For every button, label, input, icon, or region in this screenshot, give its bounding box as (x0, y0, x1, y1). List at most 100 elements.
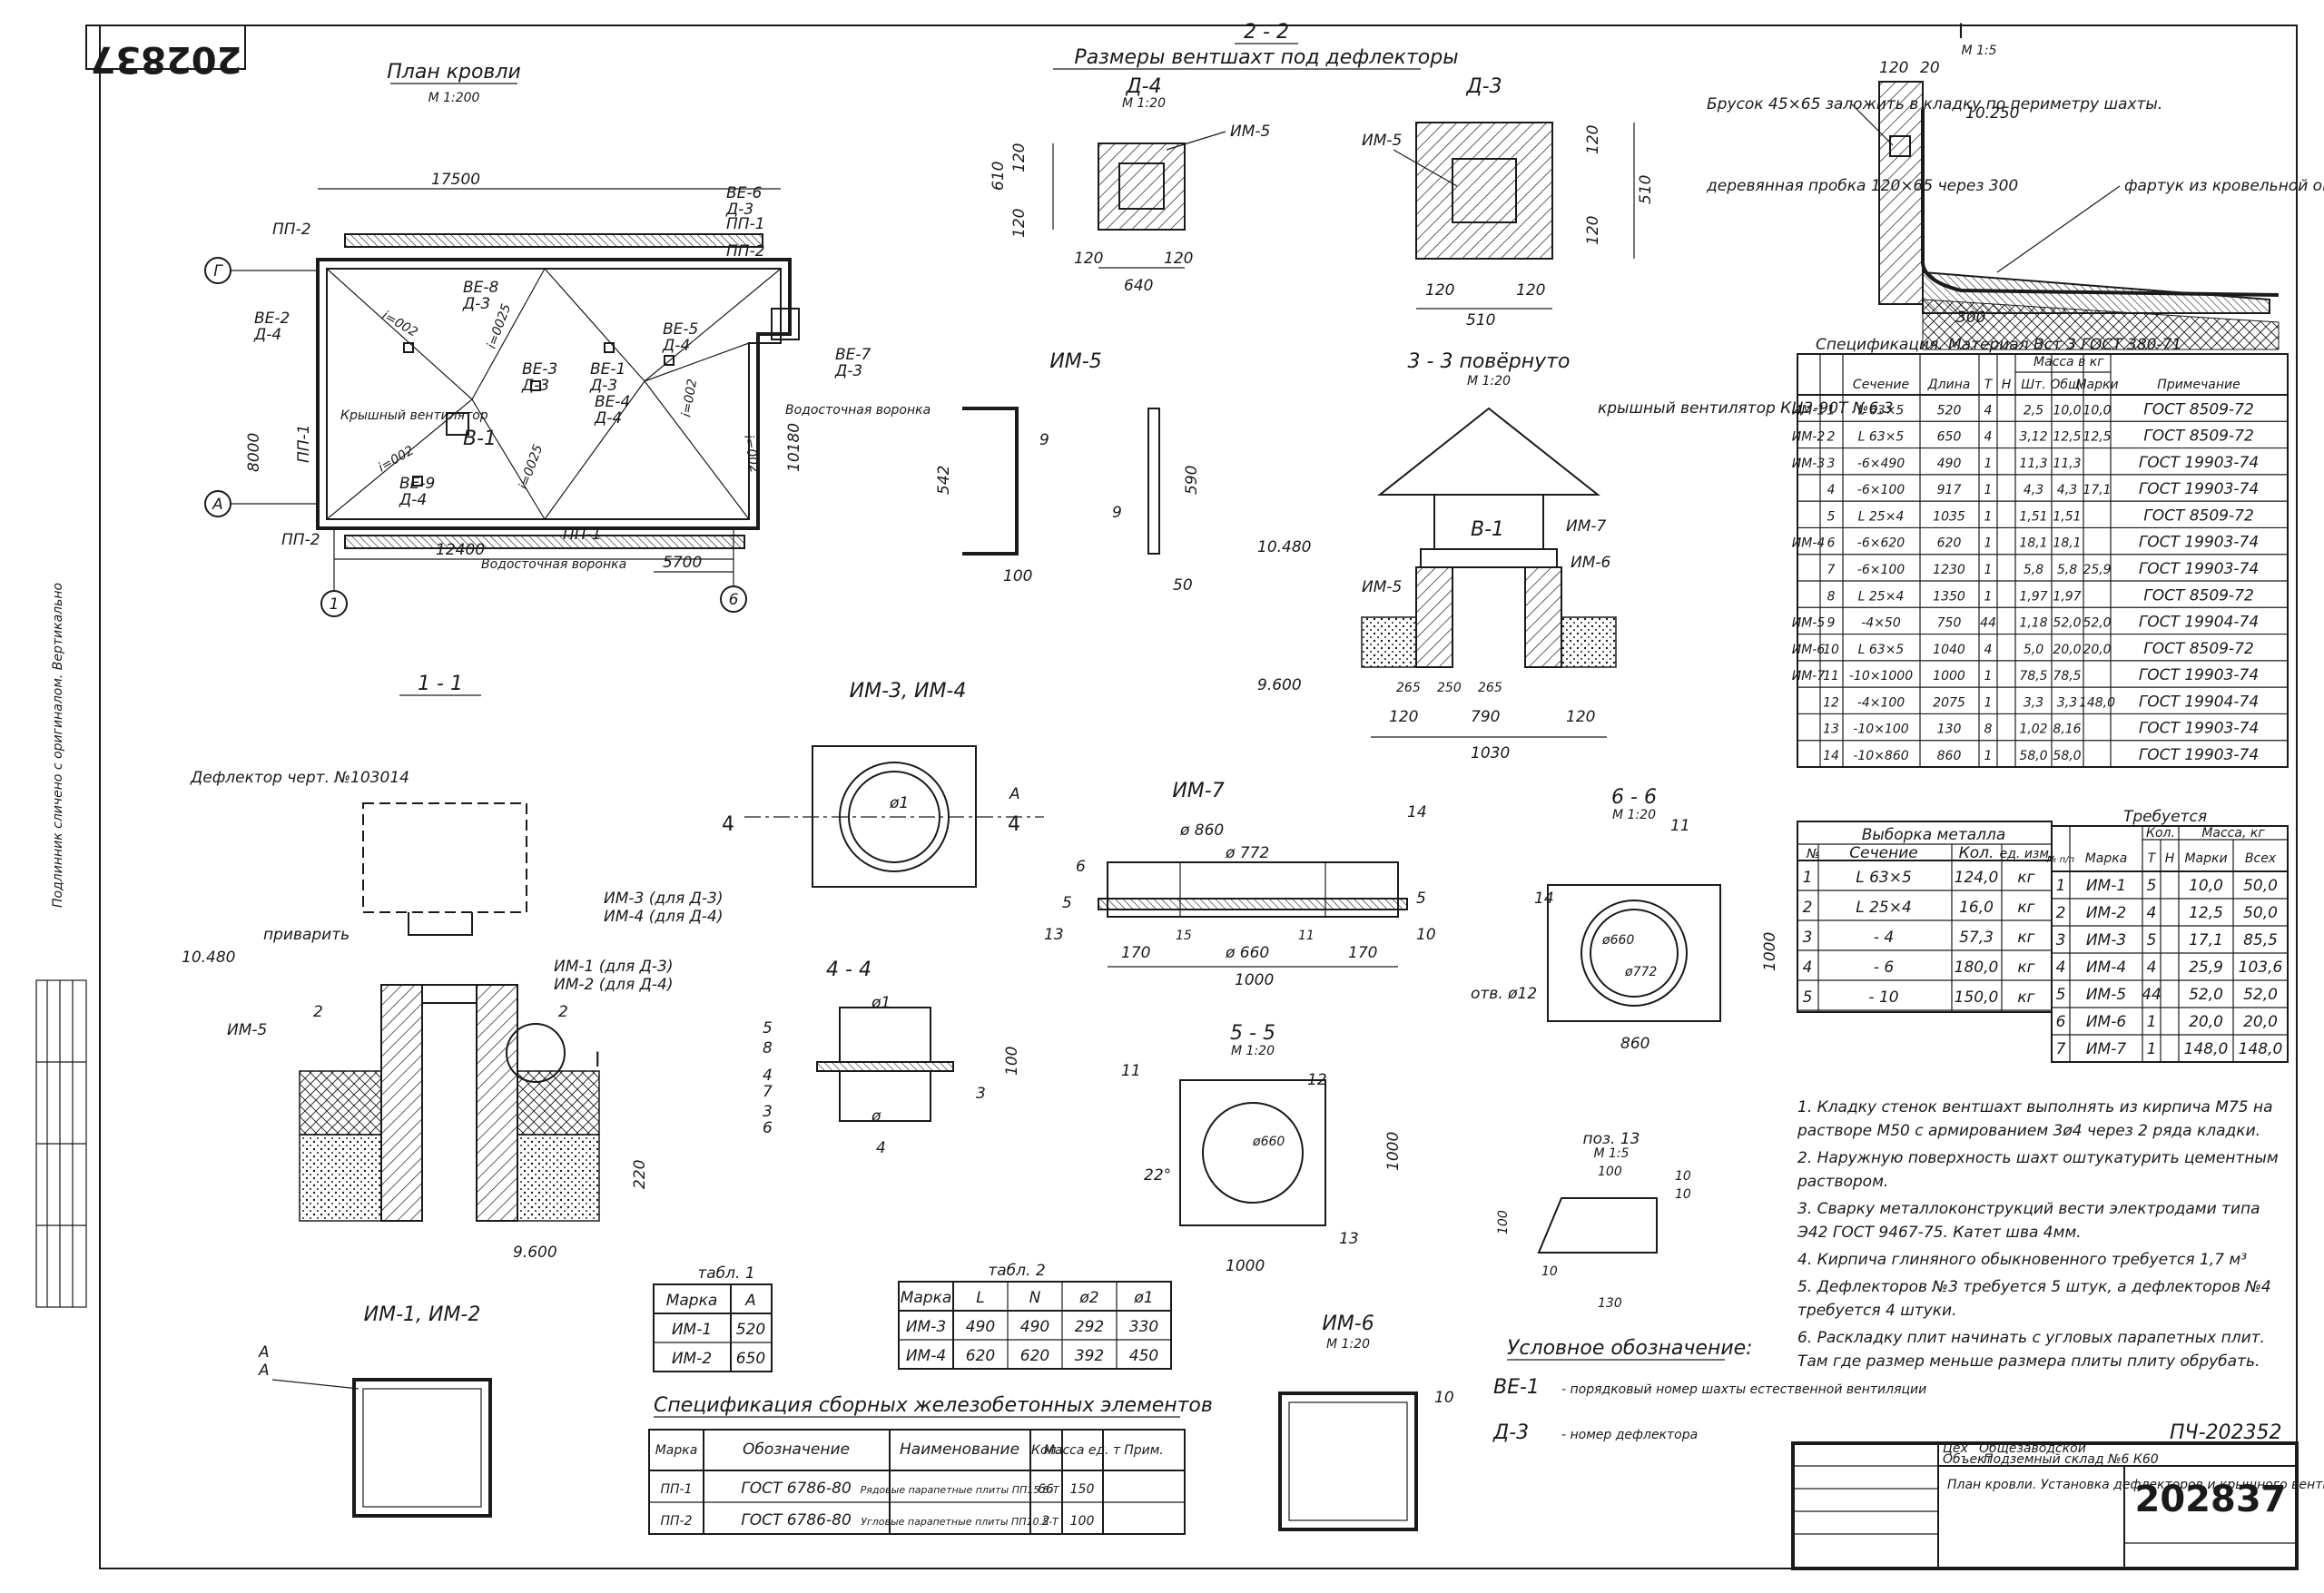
spec-rc-elements: Спецификация сборных железобетонных элем… (648, 1394, 1213, 1535)
svg-text:Брусок 45×65 заложить в кладку: Брусок 45×65 заложить в кладку по периме… (1707, 95, 2162, 113)
svg-text:ø 860: ø 860 (1179, 821, 1224, 840)
svg-text:9: 9 (1039, 431, 1049, 449)
svg-text:A: A (1009, 785, 1020, 803)
spec-cell: 20,0 (2053, 643, 2081, 657)
spec-cell: ГОСТ 19903-74 (2139, 666, 2259, 684)
spec-cell: 650 (1937, 430, 1962, 445)
svg-text:поз. 13: поз. 13 (1583, 1130, 1640, 1148)
spec-cell: 4 (1984, 403, 1993, 418)
svg-text:ИМ-7: ИМ-7 (1172, 780, 1224, 802)
spec-cell: 4 (1984, 430, 1993, 445)
svg-text:450: 450 (1129, 1347, 1158, 1365)
svg-text:ВЕ-1: ВЕ-1 (590, 360, 625, 379)
svg-text:приварить: приварить (263, 926, 350, 944)
spec-cell: 1 (1984, 483, 1993, 497)
svg-text:100: 100 (1003, 1047, 1021, 1076)
spec-cell: 1 (1984, 749, 1993, 763)
svg-text:ПП-1: ПП-1 (563, 526, 602, 544)
spec-cell: 11 (1823, 669, 1839, 683)
svg-text:ПП-2: ПП-2 (660, 1514, 692, 1529)
svg-text:В-1: В-1 (1471, 518, 1504, 541)
svg-text:10.250: 10.250 (1965, 104, 2019, 123)
svg-text:ВЕ-4: ВЕ-4 (595, 393, 630, 411)
spec-cell: 13 (1823, 723, 1839, 737)
spec-cell: L 63×5 (1858, 430, 1905, 445)
spec-cell: 4 (1984, 643, 1993, 657)
spec-cell: -6×620 (1857, 536, 1905, 551)
spec-cell: 12 (1823, 695, 1839, 710)
svg-text:М 1:20: М 1:20 (1122, 96, 1166, 111)
svg-text:ИМ-4: ИМ-4 (906, 1347, 946, 1365)
drawing-number-box: 202837 (85, 25, 246, 80)
svg-text:120: 120 (1074, 250, 1103, 268)
spec-cell: 5,8 (2057, 563, 2077, 577)
metal-cell: кг (2017, 899, 2034, 917)
required-cell: 20,0 (2189, 1013, 2223, 1031)
svg-text:ИМ-5: ИМ-5 (1049, 350, 1101, 373)
svg-text:Водосточная воронка: Водосточная воронка (481, 557, 626, 572)
spec-cell: ИМ-5 (1792, 616, 1826, 631)
svg-text:66: 66 (1038, 1482, 1054, 1497)
sheet-frame (99, 25, 2298, 1569)
svg-text:Спецификация. Материал Вст 3 Г: Спецификация. Материал Вст 3 ГОСТ 380-71 (1816, 336, 2181, 354)
svg-text:10: 10 (1675, 1169, 1691, 1184)
required-cell: 1 (2147, 1013, 2157, 1031)
required-cell: 103,6 (2239, 959, 2283, 977)
svg-text:Угловые парапетные плиты ПП10.: Угловые парапетные плиты ПП10.5-Т (861, 1516, 1059, 1528)
required-cell: 4 (2147, 904, 2157, 922)
spec-cell: 2 (1827, 430, 1836, 445)
spec-cell: 52,0 (2083, 616, 2111, 631)
svg-text:Т: Т (2148, 851, 2157, 866)
required-cell: 3 (2056, 931, 2066, 949)
svg-text:ИМ-1: ИМ-1 (672, 1321, 712, 1339)
svg-text:10: 10 (1434, 1389, 1454, 1407)
metal-cell: L 63×5 (1856, 869, 1912, 887)
svg-text:13: 13 (1044, 926, 1064, 944)
svg-text:Объект: Объект (1943, 1452, 1994, 1467)
roof-plan: План кровли М 1:200 Г А 1 6 17500 12400 (204, 61, 931, 617)
svg-text:Примечание: Примечание (2157, 378, 2240, 392)
svg-text:590: 590 (1183, 466, 1201, 495)
spec-cell: 5,0 (2024, 643, 2043, 657)
svg-text:170: 170 (1348, 944, 1377, 962)
svg-text:Сечение: Сечение (1853, 378, 1909, 392)
svg-text:Длина: Длина (1927, 378, 1971, 392)
spec-cell: 1 (1984, 536, 1993, 551)
spec-cell: 58,0 (2053, 749, 2081, 763)
metal-cell: кг (2017, 869, 2034, 887)
svg-text:520: 520 (736, 1321, 765, 1339)
svg-text:11: 11 (1670, 817, 1690, 835)
required-cell: 52,0 (2189, 986, 2223, 1004)
svg-text:Прим.: Прим. (1124, 1443, 1164, 1458)
spec-cell: 1 (1984, 563, 1993, 577)
section-4-4: 4 - 4 ø1 5 8 4 7 3 6 ø 4 3 100 (763, 959, 1021, 1157)
svg-text:4: 4 (876, 1139, 886, 1157)
svg-text:120: 120 (1584, 125, 1602, 154)
svg-text:610: 610 (990, 162, 1008, 191)
svg-text:ИМ-7: ИМ-7 (1566, 517, 1607, 536)
spec-cell: 1 (1984, 669, 1993, 683)
required-cell: 50,0 (2243, 904, 2278, 922)
svg-text:ø660: ø660 (1252, 1135, 1285, 1149)
svg-text:A: A (258, 1362, 270, 1380)
required-cell: 4 (2147, 959, 2157, 977)
spec-cell: 6 (1827, 536, 1836, 551)
svg-text:12: 12 (1307, 1071, 1327, 1089)
side-stamp: Подлинник сличено с оригиналом. Вертикал… (35, 583, 87, 1308)
spec-cell: 1,97 (2019, 589, 2047, 604)
svg-text:ИМ-4 (для Д-4): ИМ-4 (для Д-4) (604, 908, 723, 926)
metal-cell: - 4 (1874, 929, 1894, 947)
spec-cell: 11,3 (2019, 457, 2047, 471)
note-line: растворе М50 с армированием 3ø4 через 2 … (1797, 1122, 2260, 1140)
required-cell: 4 (2056, 959, 2066, 977)
svg-text:ИМ-3, ИМ-4: ИМ-3, ИМ-4 (850, 680, 967, 703)
svg-text:10180: 10180 (785, 423, 803, 472)
section-1-1: 1 - 1 Дефлектор черт. №103014 приварить … (182, 673, 723, 1262)
svg-text:ø660: ø660 (1601, 933, 1634, 948)
svg-text:300: 300 (1956, 309, 1985, 327)
required-cell: 2 (2056, 904, 2066, 922)
spec-cell: -10×100 (1853, 723, 1908, 737)
spec-cell: 1035 (1933, 509, 1965, 524)
svg-text:Д-3: Д-3 (589, 377, 617, 395)
metal-cell: 180,0 (1955, 959, 1999, 977)
